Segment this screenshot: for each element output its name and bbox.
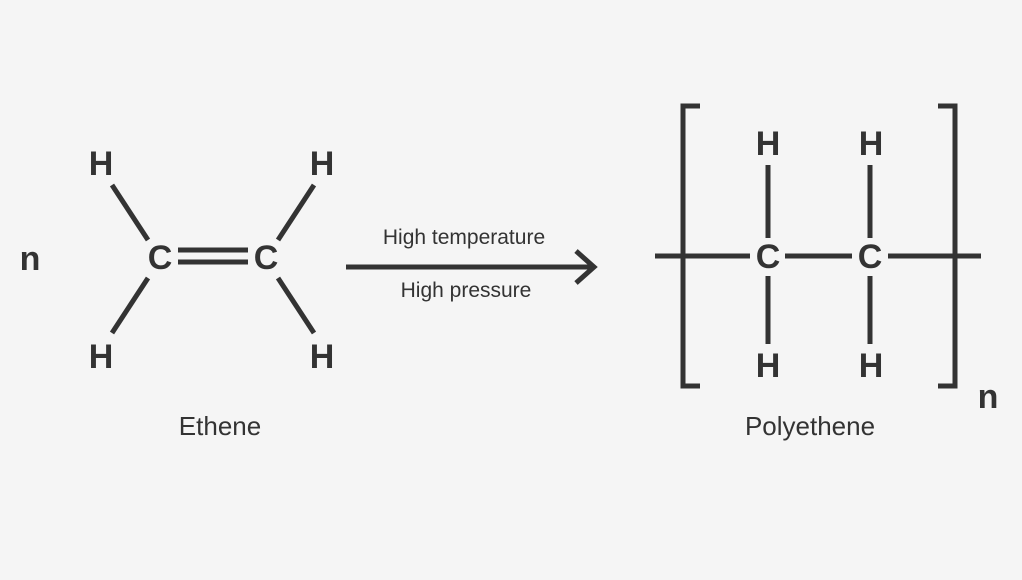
product-name: Polyethene bbox=[745, 411, 875, 441]
product-subscript: n bbox=[978, 378, 999, 416]
condition-temperature: High temperature bbox=[383, 226, 545, 249]
atom-h-bottom-left: H bbox=[89, 338, 114, 376]
bond-h-top-left bbox=[109, 183, 151, 242]
atom-c-right: C bbox=[858, 238, 883, 276]
reactant-ethene: n H H H H C C Ethene bbox=[20, 145, 335, 441]
reactant-name: Ethene bbox=[179, 411, 261, 441]
arrow-head-icon bbox=[574, 249, 598, 285]
bond-h-bottom-right bbox=[275, 276, 317, 335]
condition-pressure: High pressure bbox=[401, 279, 532, 302]
atom-h-bottom-right: H bbox=[310, 338, 335, 376]
atom-h-bottom-left: H bbox=[756, 347, 781, 385]
atom-c-left: C bbox=[756, 238, 781, 276]
atom-h-top-right: H bbox=[310, 145, 335, 183]
atom-h-top-left: H bbox=[89, 145, 114, 183]
left-bracket bbox=[680, 103, 700, 389]
atom-h-bottom-right: H bbox=[859, 347, 884, 385]
atom-h-top-left: H bbox=[756, 125, 781, 163]
atom-h-top-right: H bbox=[859, 125, 884, 163]
right-bracket bbox=[938, 103, 958, 389]
reaction-arrow: High temperature High pressure bbox=[346, 226, 598, 302]
bond-h-bottom-left bbox=[109, 276, 151, 335]
product-polyethene: H H H H C C n Polyethene bbox=[655, 103, 999, 441]
bond-h-top-right bbox=[275, 183, 317, 242]
atom-c-right: C bbox=[254, 239, 279, 277]
reactant-coefficient: n bbox=[20, 240, 41, 278]
atom-c-left: C bbox=[148, 239, 173, 277]
